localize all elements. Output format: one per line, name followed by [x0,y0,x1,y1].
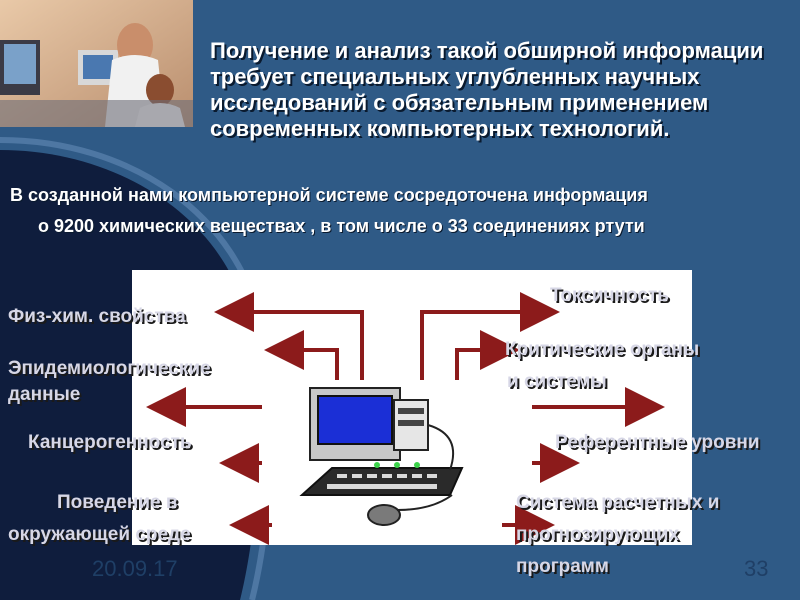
diagram-graphics [146,292,665,545]
office-photo-illustration [0,0,193,127]
arrow-organs [455,330,520,380]
intro-line-2: о 9200 химических веществах , в том числ… [38,216,645,236]
label-systems-line-3: программ [516,556,609,577]
intro-line-1: В созданной нами компьютерной системе со… [10,185,648,205]
label-physchem: Физ-хим. свойства [8,306,186,327]
arrow-epidem [264,330,339,380]
computer-icon [299,387,464,526]
label-epidem-line-2: данные [8,384,81,405]
label-toxicity: Токсичность [550,285,669,306]
label-epidem-line-1: Эпидемиологические [8,358,211,379]
label-reference: Референтные уровни [555,432,760,453]
label-organs-line-2: и системы [507,371,607,392]
label-behavior-line-2: окружающей среде [8,524,191,545]
label-behavior-line-1: Поведение в [57,492,178,513]
label-systems-line-2: прогнозирующих [516,524,679,545]
office-photo [0,0,193,127]
label-carcino: Канцерогенность [28,432,192,453]
page-number: 33 [744,556,769,581]
label-organs-line-1: Критические органы [505,339,700,360]
arrow-physchem [214,292,364,380]
label-systems-line-1: Система расчетных и [516,492,720,513]
slide-title: Получение и анализ такой обширной информ… [210,38,764,141]
arrow-toxicity [420,292,560,380]
footer-date: 20.09.17 [92,556,178,581]
